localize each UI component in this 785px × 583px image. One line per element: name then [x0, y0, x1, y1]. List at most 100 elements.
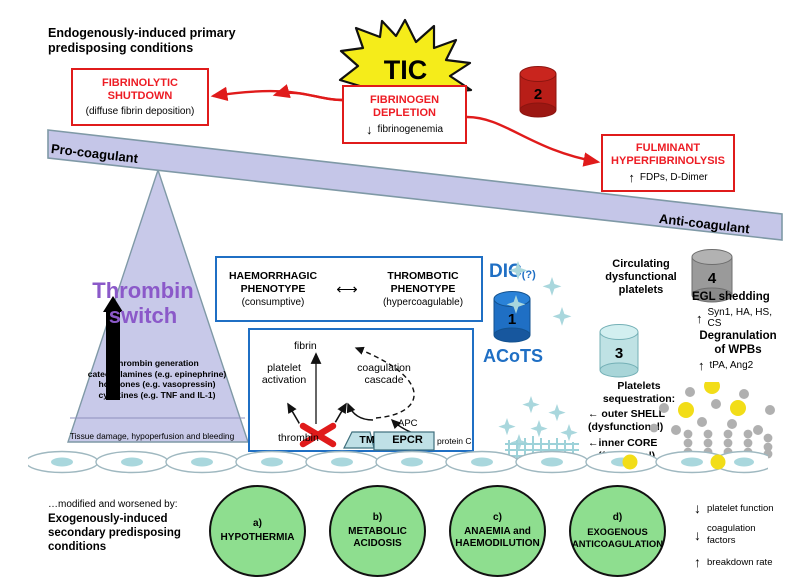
beam-bar: [47, 129, 783, 241]
platelets-sequestration-line1: Platelets: [617, 380, 661, 392]
wpb-markers-row: ↑ tPA, Ang2: [698, 358, 753, 373]
tm-label: TM: [359, 434, 375, 446]
outer-shell-label: ← outer SHELL (dysfunctional): [588, 408, 665, 434]
granule-cloud-glyphs: [649, 382, 775, 459]
breakdown-rate-label: breakdown rate: [707, 556, 773, 568]
platelets-sequestration-line2: sequestration:: [602, 392, 676, 405]
endothelial-cell-layer: [28, 450, 768, 474]
circulating-platelets-label: Circulating dysfunctional platelets: [592, 258, 690, 297]
coagulation-cascade-line1: coagulation: [357, 362, 411, 374]
condition-circle-hypothermia: a) HYPOTHERMIA: [209, 485, 306, 577]
platelet-activation-line1: platelet: [267, 362, 301, 374]
haemorrhagic-phenotype-sub: (consumptive): [241, 296, 305, 308]
circulating-platelets-line1: Circulating: [612, 258, 670, 270]
egl-shedding-cylinder: 4: [690, 246, 734, 304]
dic-question-mark: (?): [521, 269, 536, 281]
egl-up-arrow-icon: ↑: [696, 310, 703, 326]
platelet-function-label: platelet function: [707, 502, 774, 514]
fulminant-hyperfibrinolysis-box: FULMINANT HYPERFIBRINOLYSIS ↑ FDPs, D-Di…: [601, 134, 735, 192]
coagulation-factors-label-line2: factors: [707, 534, 736, 546]
tic-star-label: TIC: [383, 55, 428, 85]
cascade-diagram: [287, 346, 435, 451]
primary-conditions-heading-line2: predisposing conditions: [48, 41, 194, 55]
circle-b-name-line1: METABOLIC: [348, 526, 407, 537]
wpb-degranulation-label: Degranulation of WPBs: [690, 330, 785, 357]
dic-acots-cylinder: 1: [492, 289, 532, 343]
coagulation-cascade-label: coagulation cascade: [348, 362, 420, 386]
secondary-conditions-line3: conditions: [48, 541, 107, 553]
thrombin-driver-3: cytokines (e.g. TNF and IL-1): [98, 389, 216, 400]
thrombin-footer-label: Tissue damage, hypoperfusion and bleedin…: [69, 431, 235, 441]
fibrin-label: fibrin: [294, 340, 317, 352]
cylinder-2-number: 2: [533, 86, 543, 103]
thrombin-driver-0: thrombin generation: [115, 358, 199, 368]
secondary-conditions-heading: …modified and worsened by: Exogenously-i…: [48, 498, 228, 554]
fibrinogen-depletion-cylinder: 2: [518, 64, 558, 118]
fibrinogen-depletion-subtitle: fibrinogenemia: [377, 123, 444, 135]
secondary-conditions-line2: secondary predisposing: [48, 527, 181, 539]
coagulation-factors-label-line1: coagulation: [707, 523, 756, 534]
dic-label-group: DIC (?): [489, 261, 536, 283]
thrombin-label: thrombin: [278, 432, 319, 444]
wpb-up-arrow-icon: ↑: [698, 358, 705, 373]
thrombin-driver-2: hormones (e.g. vasopressin): [98, 379, 216, 389]
circle-a-letter: a): [253, 518, 262, 529]
outer-shell-line1: ← outer SHELL: [588, 408, 666, 420]
platelet-activation-line2: activation: [261, 374, 307, 386]
fulminant-title-line2: HYPERFIBRINOLYSIS: [611, 155, 725, 167]
inner-core-line1: ←inner CORE: [588, 437, 658, 449]
circle-b-letter: b): [372, 512, 383, 523]
epcr-label: EPCR: [392, 434, 423, 446]
thrombin-switch-title-line2: switch: [108, 303, 178, 328]
thrombotic-phenotype-line2: PHENOTYPE: [390, 282, 456, 295]
condition-circle-anaemia-haemodilution: c) ANAEMIA and HAEMODILUTION: [449, 485, 546, 577]
thrombin-switch-title-line1: Thrombin: [92, 278, 194, 303]
double-arrow-icon: ⟷: [336, 281, 358, 298]
circle-b-name-line2: ACIDOSIS: [353, 538, 402, 549]
wpb-degranulation-line2: of WPBs: [714, 343, 762, 356]
primary-conditions-heading-line1: Endogenously-induced primary: [48, 26, 236, 40]
haemorrhagic-phenotype-line1: HAEMORRHAGIC: [228, 269, 318, 282]
circle-d-name-line1: EXOGENOUS: [587, 526, 648, 537]
thrombin-switch-triangle: [67, 170, 249, 443]
effect-platelet-function: ↓ platelet function: [694, 500, 774, 516]
coagulation-factors-down-arrow-icon: ↓: [694, 526, 701, 543]
thrombotic-phenotype-line1: THROMBOTIC: [387, 269, 459, 282]
platelet-glyphs-upper: [506, 261, 572, 326]
effect-coagulation-factors: ↓ coagulation factors: [694, 523, 756, 546]
circle-d-name-line2: ANTICOAGULATION: [572, 538, 663, 549]
platelet-function-down-arrow-icon: ↓: [694, 500, 701, 516]
circle-c-letter: c): [493, 512, 502, 523]
platelets-sequestration-cylinder: 3: [598, 322, 640, 378]
fulminant-subtitle: FDPs, D-Dimer: [639, 172, 708, 183]
epcr-receptor-shape: [373, 431, 435, 451]
fibrinogen-depletion-box: FIBRINOGEN DEPLETION ↓ fibrinogenemia: [342, 85, 467, 144]
red-connector-arrows: [210, 84, 601, 167]
cylinder-4-number: 4: [707, 270, 717, 287]
cylinder-3-number: 3: [614, 345, 624, 362]
fibrinolytic-shutdown-title-line2: SHUTDOWN: [107, 89, 173, 102]
circle-c-name-line2: HAEMODILUTION: [455, 538, 540, 549]
coagulation-cascade-line2: cascade: [364, 374, 404, 386]
wpb-degranulation-line1: Degranulation: [699, 330, 777, 342]
tm-receptor-shape: [343, 431, 375, 449]
circulating-platelets-line2: dysfunctional: [605, 271, 677, 283]
phenotype-box: HAEMORRHAGIC PHENOTYPE (consumptive) ⟷ T…: [215, 256, 483, 322]
thrombin-drivers-list: thrombin generation catecholamines (e.g.…: [52, 358, 262, 400]
breakdown-rate-up-arrow-icon: ↑: [694, 554, 701, 570]
fibrinolytic-shutdown-subtitle: (diffuse fibrin deposition): [85, 105, 195, 117]
wpb-markers-label: tPA, Ang2: [709, 360, 754, 371]
fulminant-title-line1: FULMINANT: [635, 142, 701, 154]
thrombin-up-arrow: [103, 296, 123, 400]
fdp-up-arrow-icon: ↑: [628, 170, 635, 185]
red-x-block-icon: [298, 421, 338, 449]
circle-d-letter: d): [612, 512, 623, 523]
acots-label: ACoTS: [483, 346, 543, 366]
haemorrhagic-phenotype-line2: PHENOTYPE: [240, 282, 306, 295]
egl-markers-row: ↑ Syn1, HA, HS, CS: [696, 307, 785, 329]
egl-markers-label: Syn1, HA, HS, CS: [707, 307, 772, 329]
circle-a-name: HYPOTHERMIA: [220, 532, 295, 543]
condition-circle-metabolic-acidosis: b) METABOLIC ACIDOSIS: [329, 485, 426, 577]
fibrinogen-down-arrow-icon: ↓: [365, 121, 373, 137]
